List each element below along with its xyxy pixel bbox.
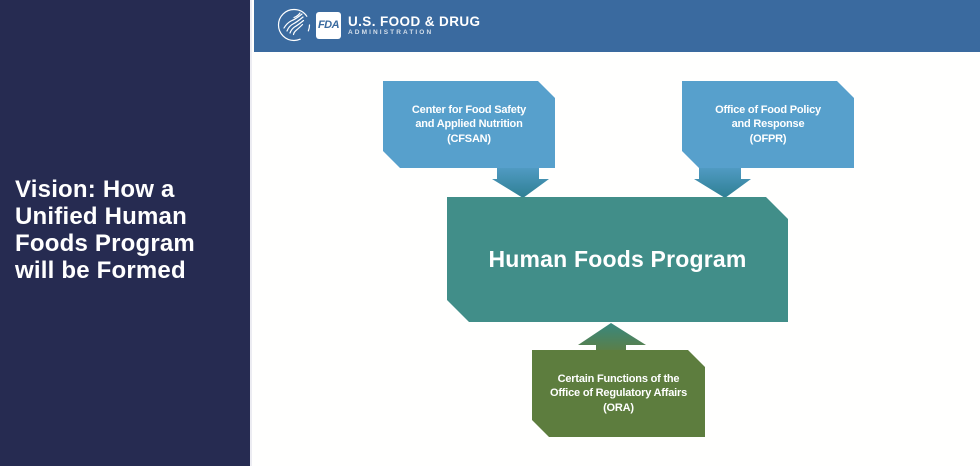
fda-header: FDA U.S. FOOD & DRUG ADMINISTRATION	[254, 0, 980, 52]
hhs-eagle-icon	[277, 8, 311, 42]
fda-wordmark: U.S. FOOD & DRUG ADMINISTRATION	[348, 14, 480, 37]
node-ofpr: Office of Food Policy and Response (OFPR…	[682, 81, 854, 168]
node-cfsan: Center for Food Safety and Applied Nutri…	[383, 81, 555, 168]
node-ora-label: Certain Functions of the Office of Regul…	[549, 372, 687, 414]
fda-badge-text: FDA	[317, 19, 340, 31]
fda-logo: FDA U.S. FOOD & DRUG ADMINISTRATION	[276, 7, 480, 43]
fda-wordmark-main: U.S. FOOD & DRUG	[348, 13, 481, 29]
node-cfsan-label: Center for Food Safety and Applied Nutri…	[411, 103, 527, 145]
node-hfp-label: Human Foods Program	[488, 246, 747, 272]
arrow-ora-to-hfp-icon	[578, 323, 646, 353]
title-panel: Vision: How a Unified Human Foods Progra…	[0, 0, 252, 466]
fda-wordmark-sub: ADMINISTRATION	[348, 28, 434, 36]
node-hfp: Human Foods Program	[447, 197, 788, 322]
fda-badge-icon: FDA	[316, 11, 341, 39]
slide-title: Vision: How a Unified Human Foods Progra…	[15, 176, 195, 284]
diagram-area: Center for Food Safety and Applied Nutri…	[254, 52, 980, 466]
node-ofpr-label: Office of Food Policy and Response (OFPR…	[715, 103, 821, 145]
node-ora: Certain Functions of the Office of Regul…	[532, 350, 705, 437]
